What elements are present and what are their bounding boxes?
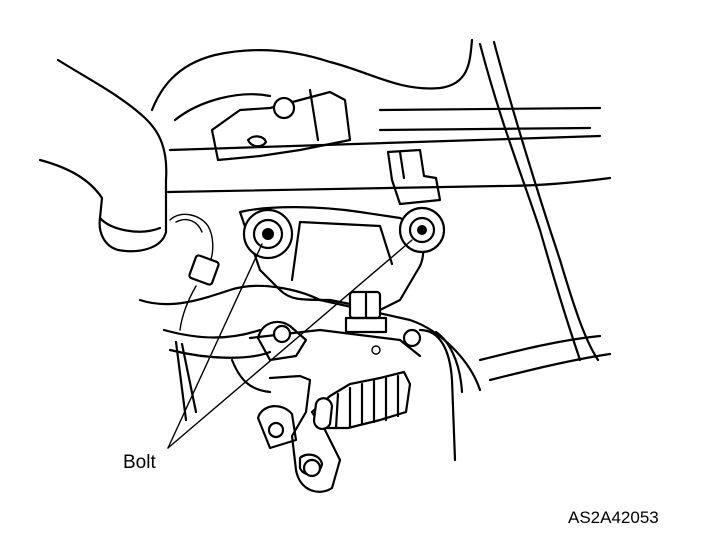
return-spring [310, 370, 412, 430]
bolt-label: Bolt [123, 452, 156, 473]
left-bolt [242, 208, 294, 260]
top-bracket [210, 88, 352, 162]
pivot-plate [256, 320, 422, 362]
coolant-hose [38, 58, 168, 253]
bolt-callout-leaders [167, 239, 413, 449]
lower-assembly [138, 284, 612, 462]
upper-frame [150, 38, 612, 362]
center-stud [344, 290, 388, 334]
sensor-wire [169, 213, 220, 331]
harness-clip [386, 148, 442, 206]
figure-code: AS2A42053 [568, 508, 659, 527]
linkage-arm [256, 374, 342, 493]
